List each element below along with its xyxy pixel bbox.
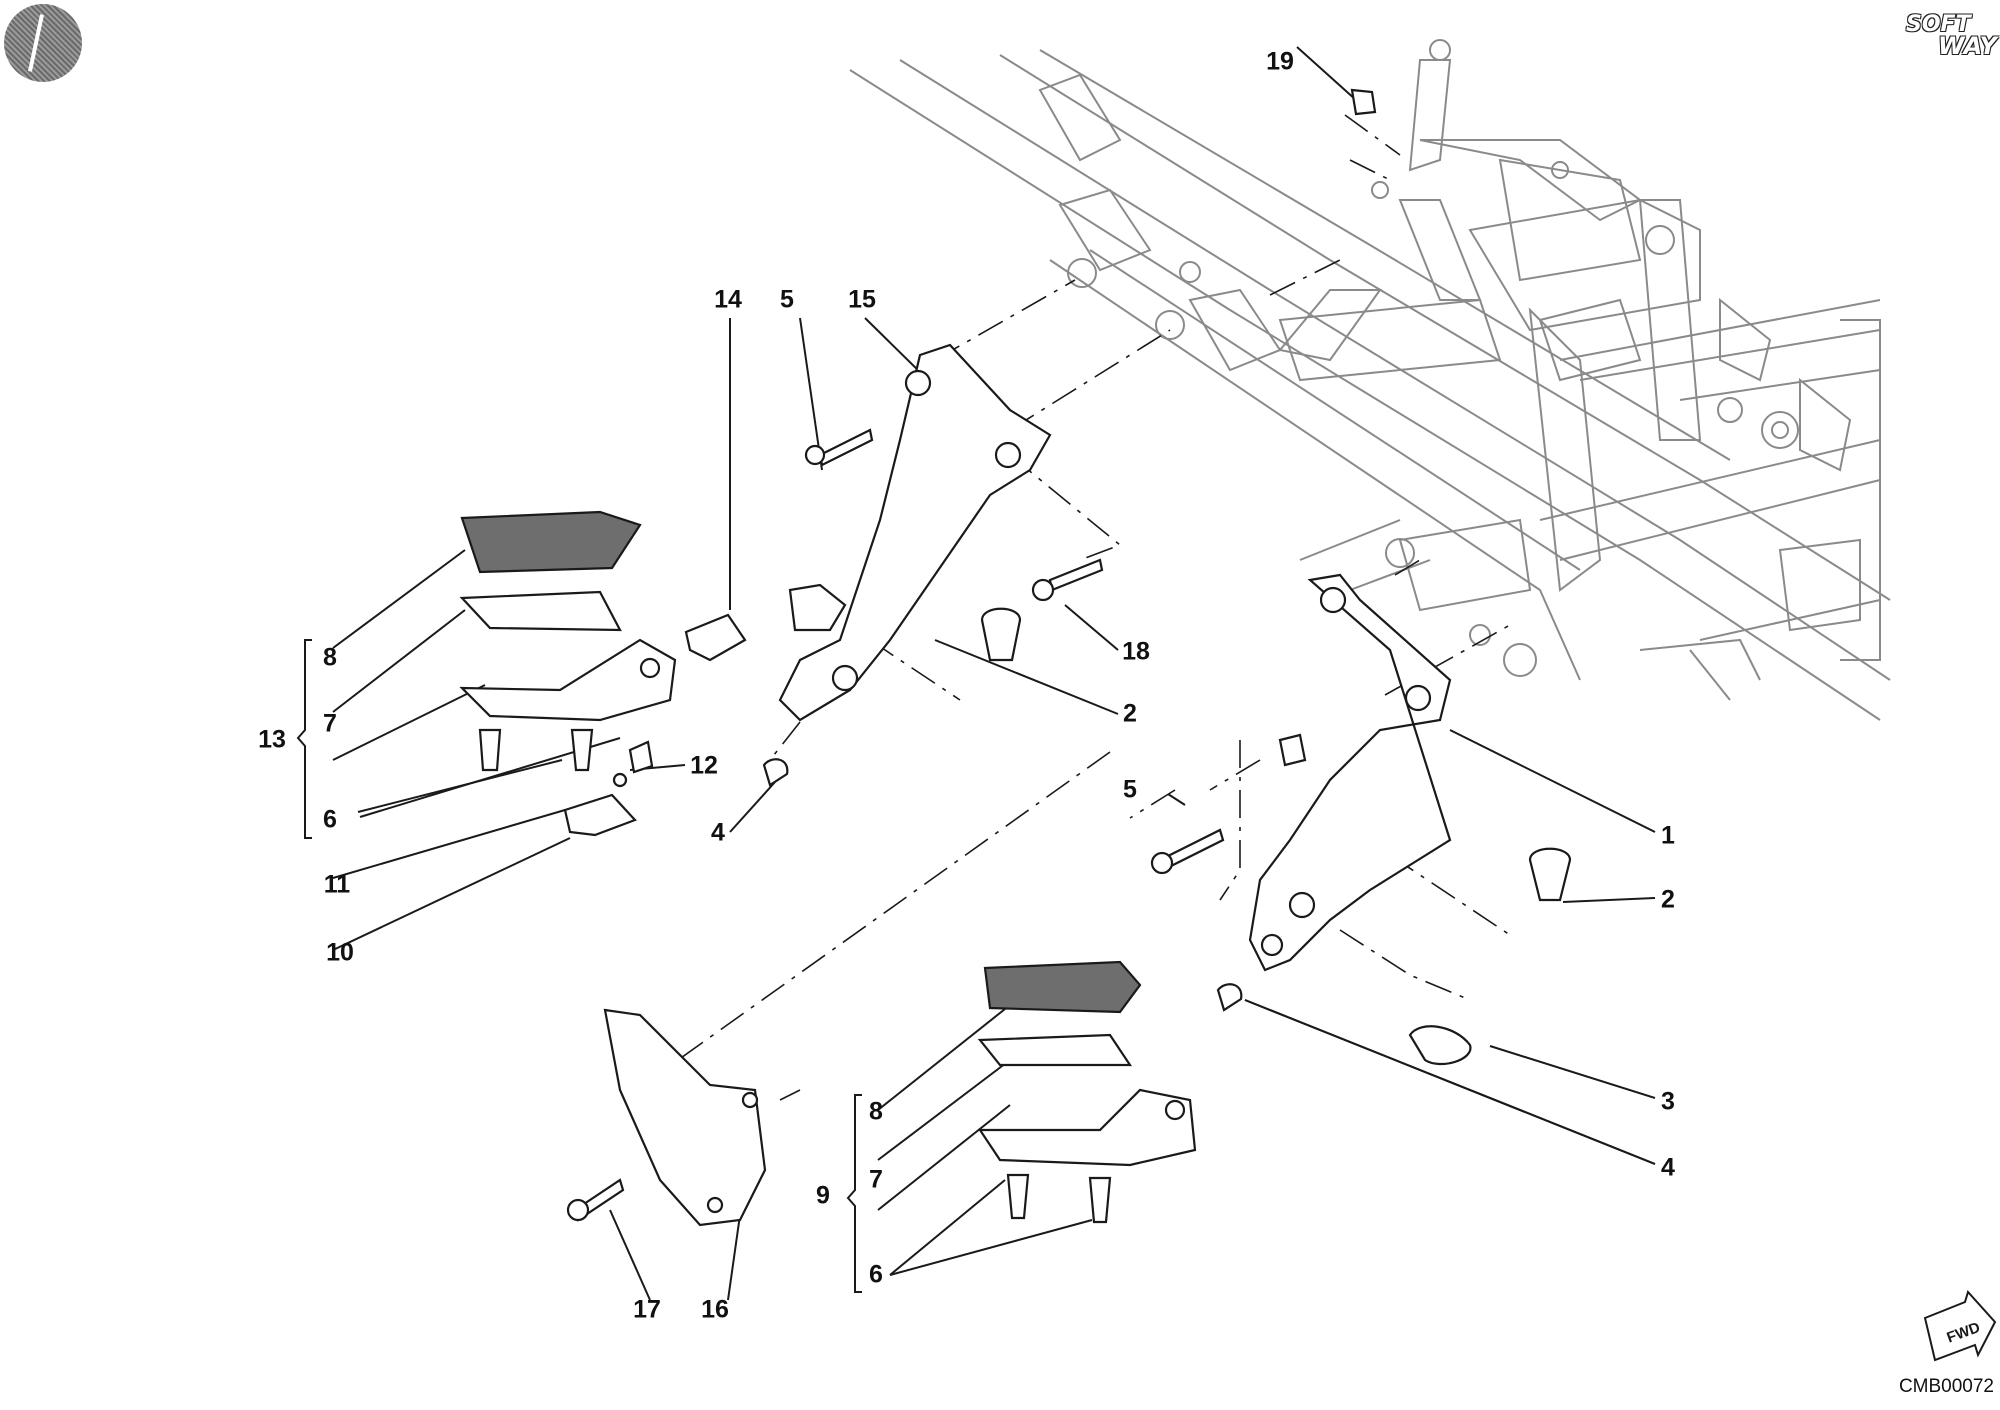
callout-4-left: 4 [711, 818, 725, 847]
callout-5-left: 5 [780, 285, 794, 314]
right-screw-1 [1006, 1173, 1030, 1220]
right-bracket-hole-low [1288, 891, 1316, 919]
right-bracket-hole-foot [1260, 933, 1284, 957]
callout-2-right: 2 [1661, 885, 1675, 914]
left-footpeg-body [459, 638, 677, 722]
callout-8-right: 8 [869, 1097, 883, 1126]
logo-line-2: WAY [1938, 32, 1997, 60]
left-screw-1 [478, 728, 502, 772]
right-footpeg-body [977, 1088, 1197, 1167]
dashed-assembly-lines [649, 114, 1511, 1101]
left-pad-plate-upper [459, 590, 622, 632]
right-screw-2 [1088, 1176, 1112, 1224]
left-pin-2 [980, 607, 1022, 662]
right-rubber-pad [983, 960, 1142, 1014]
callout-13: 13 [258, 725, 286, 754]
heel-guard-16 [603, 1008, 767, 1227]
left-spring [628, 740, 654, 774]
fwd-arrow-icon: FWD [1923, 1290, 1997, 1362]
callout-16: 16 [701, 1295, 729, 1324]
left-ball [612, 772, 628, 788]
brace-13 [296, 639, 312, 839]
right-footpeg-assembly [566, 573, 1572, 1227]
right-clip-4 [1216, 983, 1243, 1012]
nut-19 [1350, 88, 1377, 116]
right-pin-2 [1528, 847, 1572, 902]
callout-12: 12 [690, 751, 718, 780]
callout-6-left: 6 [323, 805, 337, 834]
callout-7-right: 7 [869, 1165, 883, 1194]
left-plate [563, 793, 637, 837]
drawing-code: CMB00072 [1898, 1376, 1994, 1397]
left-clip-4 [762, 758, 789, 787]
right-peg-hole [1164, 1099, 1186, 1121]
softway-logo: SOFT WAY [1898, 10, 1997, 60]
callout-19: 19 [1266, 47, 1294, 76]
callout-17: 17 [633, 1295, 661, 1324]
spring-3 [1408, 1025, 1472, 1065]
catalog-circle-icon [4, 4, 82, 82]
right-bracket-tab [1278, 733, 1307, 767]
right-bracket-hole-top [1319, 586, 1347, 614]
brace-9 [846, 1094, 862, 1293]
callout-7-left: 7 [323, 709, 337, 738]
callout-10: 10 [326, 938, 354, 967]
left-peg-hole [639, 657, 661, 679]
right-pad-plate-upper [977, 1033, 1133, 1067]
right-bolt-5-head [1150, 851, 1174, 875]
left-bolt-5 [818, 428, 874, 467]
callout-5-right: 5 [1123, 775, 1137, 804]
heel-guard-hole-low [706, 1196, 724, 1214]
left-bracket-hole-top [904, 369, 932, 397]
left-hanger-bracket [778, 343, 1052, 722]
callout-8-left: 8 [323, 643, 337, 672]
logo-line-1: SOFT [1906, 12, 1971, 37]
left-bracket-tab [788, 583, 847, 632]
group-braces [296, 639, 862, 1293]
frame-outline [849, 39, 1891, 721]
left-screw-2 [570, 728, 594, 772]
callout-3: 3 [1661, 1087, 1675, 1116]
callout-11: 11 [323, 870, 351, 899]
left-bolt-5-head [804, 444, 826, 466]
heel-guard-hole-top [741, 1091, 759, 1109]
left-rubber-pad [460, 510, 642, 574]
bolt-17-head [566, 1198, 590, 1222]
left-washer [684, 613, 747, 662]
bolt-18 [1048, 558, 1104, 592]
callout-18: 18 [1122, 637, 1150, 666]
leader-lines [332, 46, 1656, 1301]
bolt-18-head [1031, 578, 1055, 602]
callout-14: 14 [714, 285, 742, 314]
callout-6-right: 6 [869, 1260, 883, 1289]
right-bracket-hole-mid [1404, 684, 1432, 712]
left-footpeg-assembly [459, 88, 1377, 837]
callout-15: 15 [848, 285, 876, 314]
callout-1: 1 [1661, 821, 1675, 850]
left-bracket-hole-mid [994, 441, 1022, 469]
callout-4-right: 4 [1661, 1153, 1675, 1182]
callout-9: 9 [816, 1181, 830, 1210]
right-hanger-bracket [1248, 573, 1452, 972]
left-bracket-hole-low [831, 664, 859, 692]
callout-2-left: 2 [1123, 699, 1137, 728]
